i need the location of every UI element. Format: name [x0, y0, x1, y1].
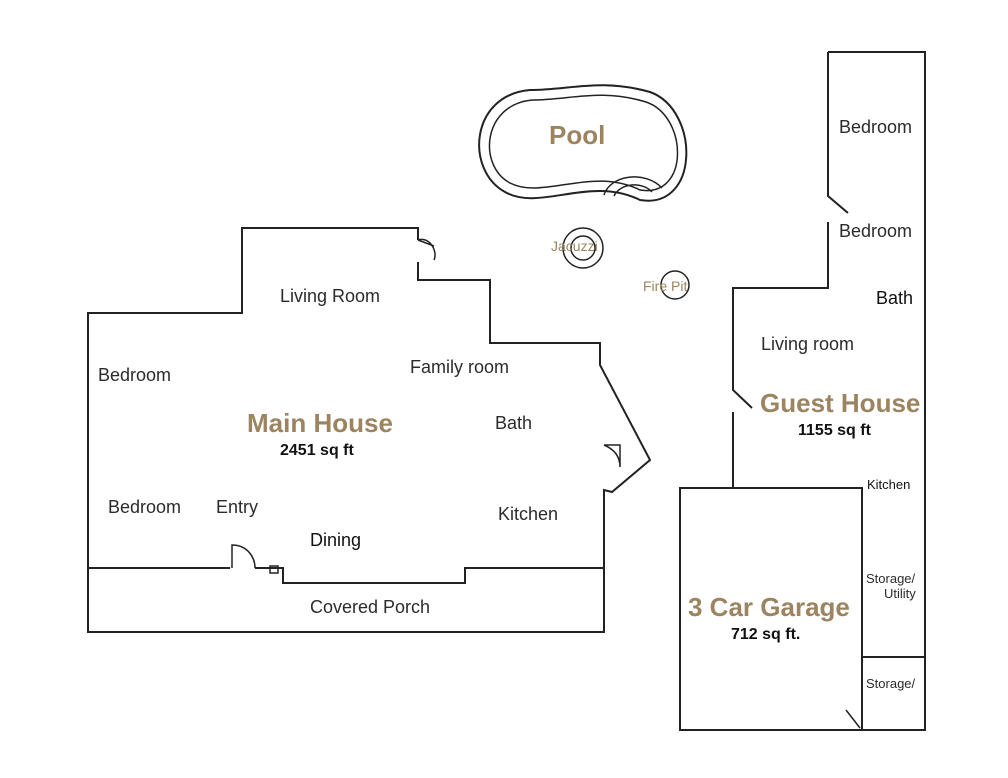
- guest-room-storage-utility-2: Utility: [884, 586, 916, 601]
- room-covered-porch: Covered Porch: [310, 597, 431, 617]
- guest-house-title: Guest House: [760, 388, 921, 418]
- guest-room-living-room: Living room: [761, 334, 855, 354]
- room-family-room: Family room: [410, 357, 510, 377]
- main-house-title: Main House: [247, 408, 393, 438]
- entry-step: [269, 565, 279, 574]
- guest-house-walls: [732, 51, 926, 731]
- guest-room-storage: Storage/: [866, 676, 916, 691]
- jacuzzi-label: Jacuzzi: [551, 238, 598, 254]
- guest-room-bedroom-2: Bedroom: [839, 221, 913, 241]
- room-bedroom-2: Bedroom: [108, 497, 182, 517]
- pool-label: Pool: [549, 120, 606, 150]
- entry-door: [231, 544, 256, 569]
- garage-area: 712 sq ft.: [731, 626, 801, 643]
- room-bath: Bath: [495, 413, 533, 433]
- room-living-room: Living Room: [280, 286, 381, 306]
- main-house-area: 2451 sq ft: [280, 442, 354, 459]
- guest-room-storage-utility-1: Storage/: [866, 571, 916, 586]
- room-bedroom-1: Bedroom: [98, 365, 172, 385]
- fire-pit-outline: [660, 270, 690, 300]
- guest-room-kitchen: Kitchen: [867, 477, 911, 492]
- garage-walls: [679, 487, 863, 731]
- guest-house-area: 1155 sq ft: [798, 422, 871, 439]
- room-entry: Entry: [216, 497, 259, 517]
- guest-room-bedroom-1: Bedroom: [839, 117, 913, 137]
- main-house-door: [417, 238, 436, 261]
- room-dining: Dining: [310, 530, 362, 550]
- jacuzzi-outline: [562, 227, 604, 269]
- room-kitchen: Kitchen: [498, 504, 559, 524]
- garage-door: [845, 709, 861, 729]
- pool-outline: [478, 84, 688, 202]
- guest-room-bath: Bath: [876, 288, 914, 308]
- side-door: [603, 444, 621, 468]
- main-house-walls: [87, 227, 652, 584]
- garage-title: 3 Car Garage: [688, 592, 850, 622]
- covered-porch-outline: [87, 568, 605, 633]
- fire-pit-label: Fire Pit: [643, 278, 688, 294]
